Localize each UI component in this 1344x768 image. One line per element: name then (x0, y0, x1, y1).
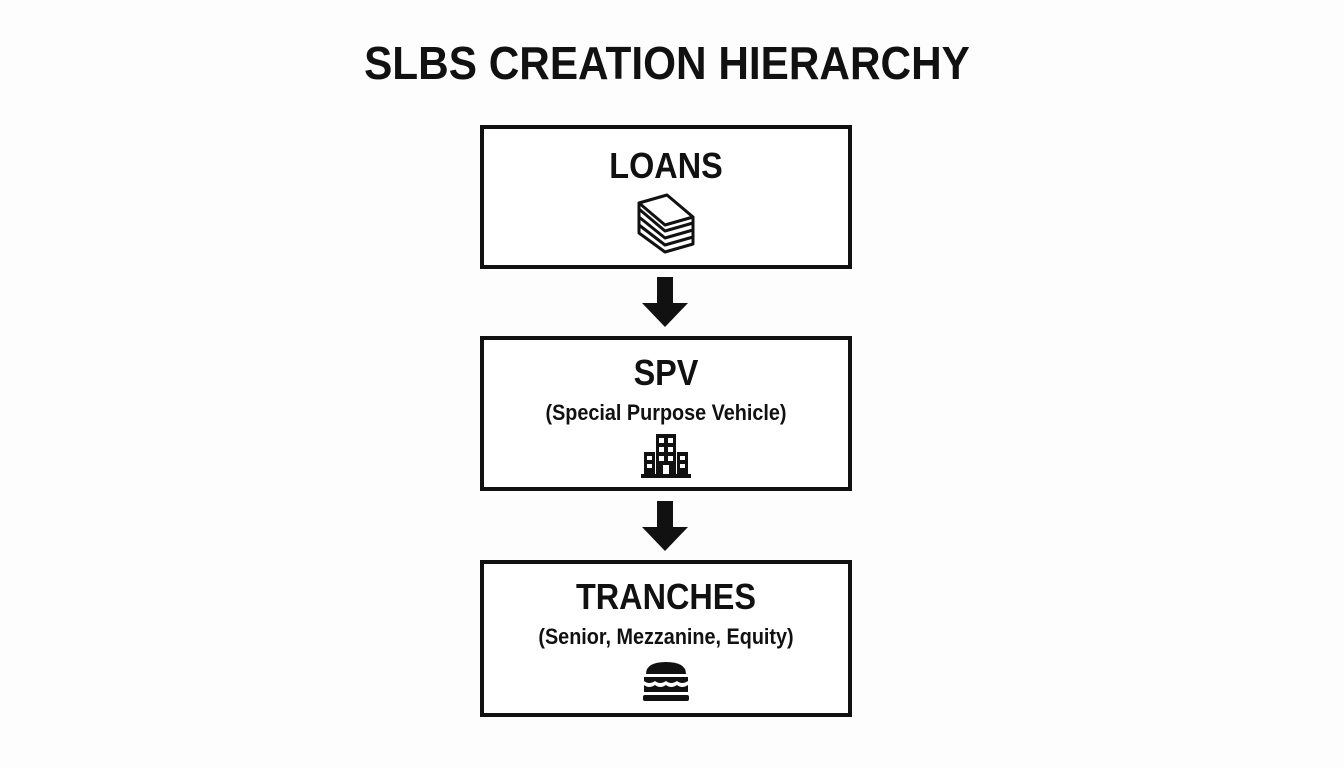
stacked-papers-icon (637, 193, 695, 254)
node-tranches: TRANCHES (Senior, Mezzanine, Equity) (480, 560, 852, 717)
node-spv: SPV (Special Purpose Vehicle) (480, 336, 852, 491)
node-tranches-title: TRANCHES (575, 576, 756, 617)
diagram-title: SLBS CREATION HIERARCHY (364, 37, 970, 89)
layered-cake-icon (643, 662, 689, 701)
arrow-down-icon (642, 277, 688, 327)
office-building-icon (641, 434, 691, 478)
node-spv-subtitle: (Special Purpose Vehicle) (545, 400, 787, 425)
node-loans: LOANS (480, 125, 852, 269)
arrow-down-icon (642, 501, 688, 551)
node-loans-title: LOANS (609, 145, 723, 186)
node-tranches-subtitle: (Senior, Mezzanine, Equity) (538, 624, 794, 649)
node-spv-title: SPV (633, 352, 699, 393)
